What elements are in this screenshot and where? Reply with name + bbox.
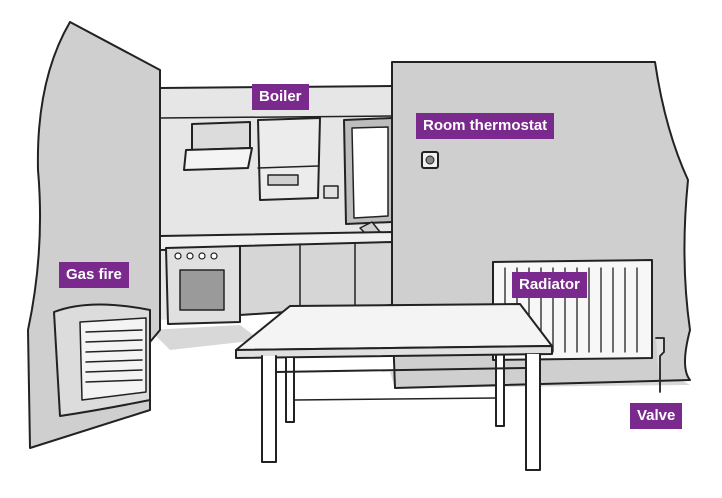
gas-fire-label: Gas fire	[59, 262, 129, 288]
base-cupboards	[239, 241, 393, 316]
room-thermostat-label: Room thermostat	[416, 113, 555, 139]
radiator-label: Radiator	[512, 272, 587, 298]
table-legs	[261, 353, 541, 471]
boiler-label: Boiler	[252, 84, 309, 110]
floor-shadow	[150, 325, 260, 350]
radiator-valve	[655, 337, 665, 393]
oven-door	[179, 269, 225, 311]
picture-rail	[159, 115, 393, 119]
valve-label: Valve	[630, 403, 683, 429]
boiler-unit	[257, 117, 321, 201]
wall-switch	[323, 185, 339, 199]
cooker-hood	[191, 121, 251, 151]
table-top	[235, 303, 553, 351]
